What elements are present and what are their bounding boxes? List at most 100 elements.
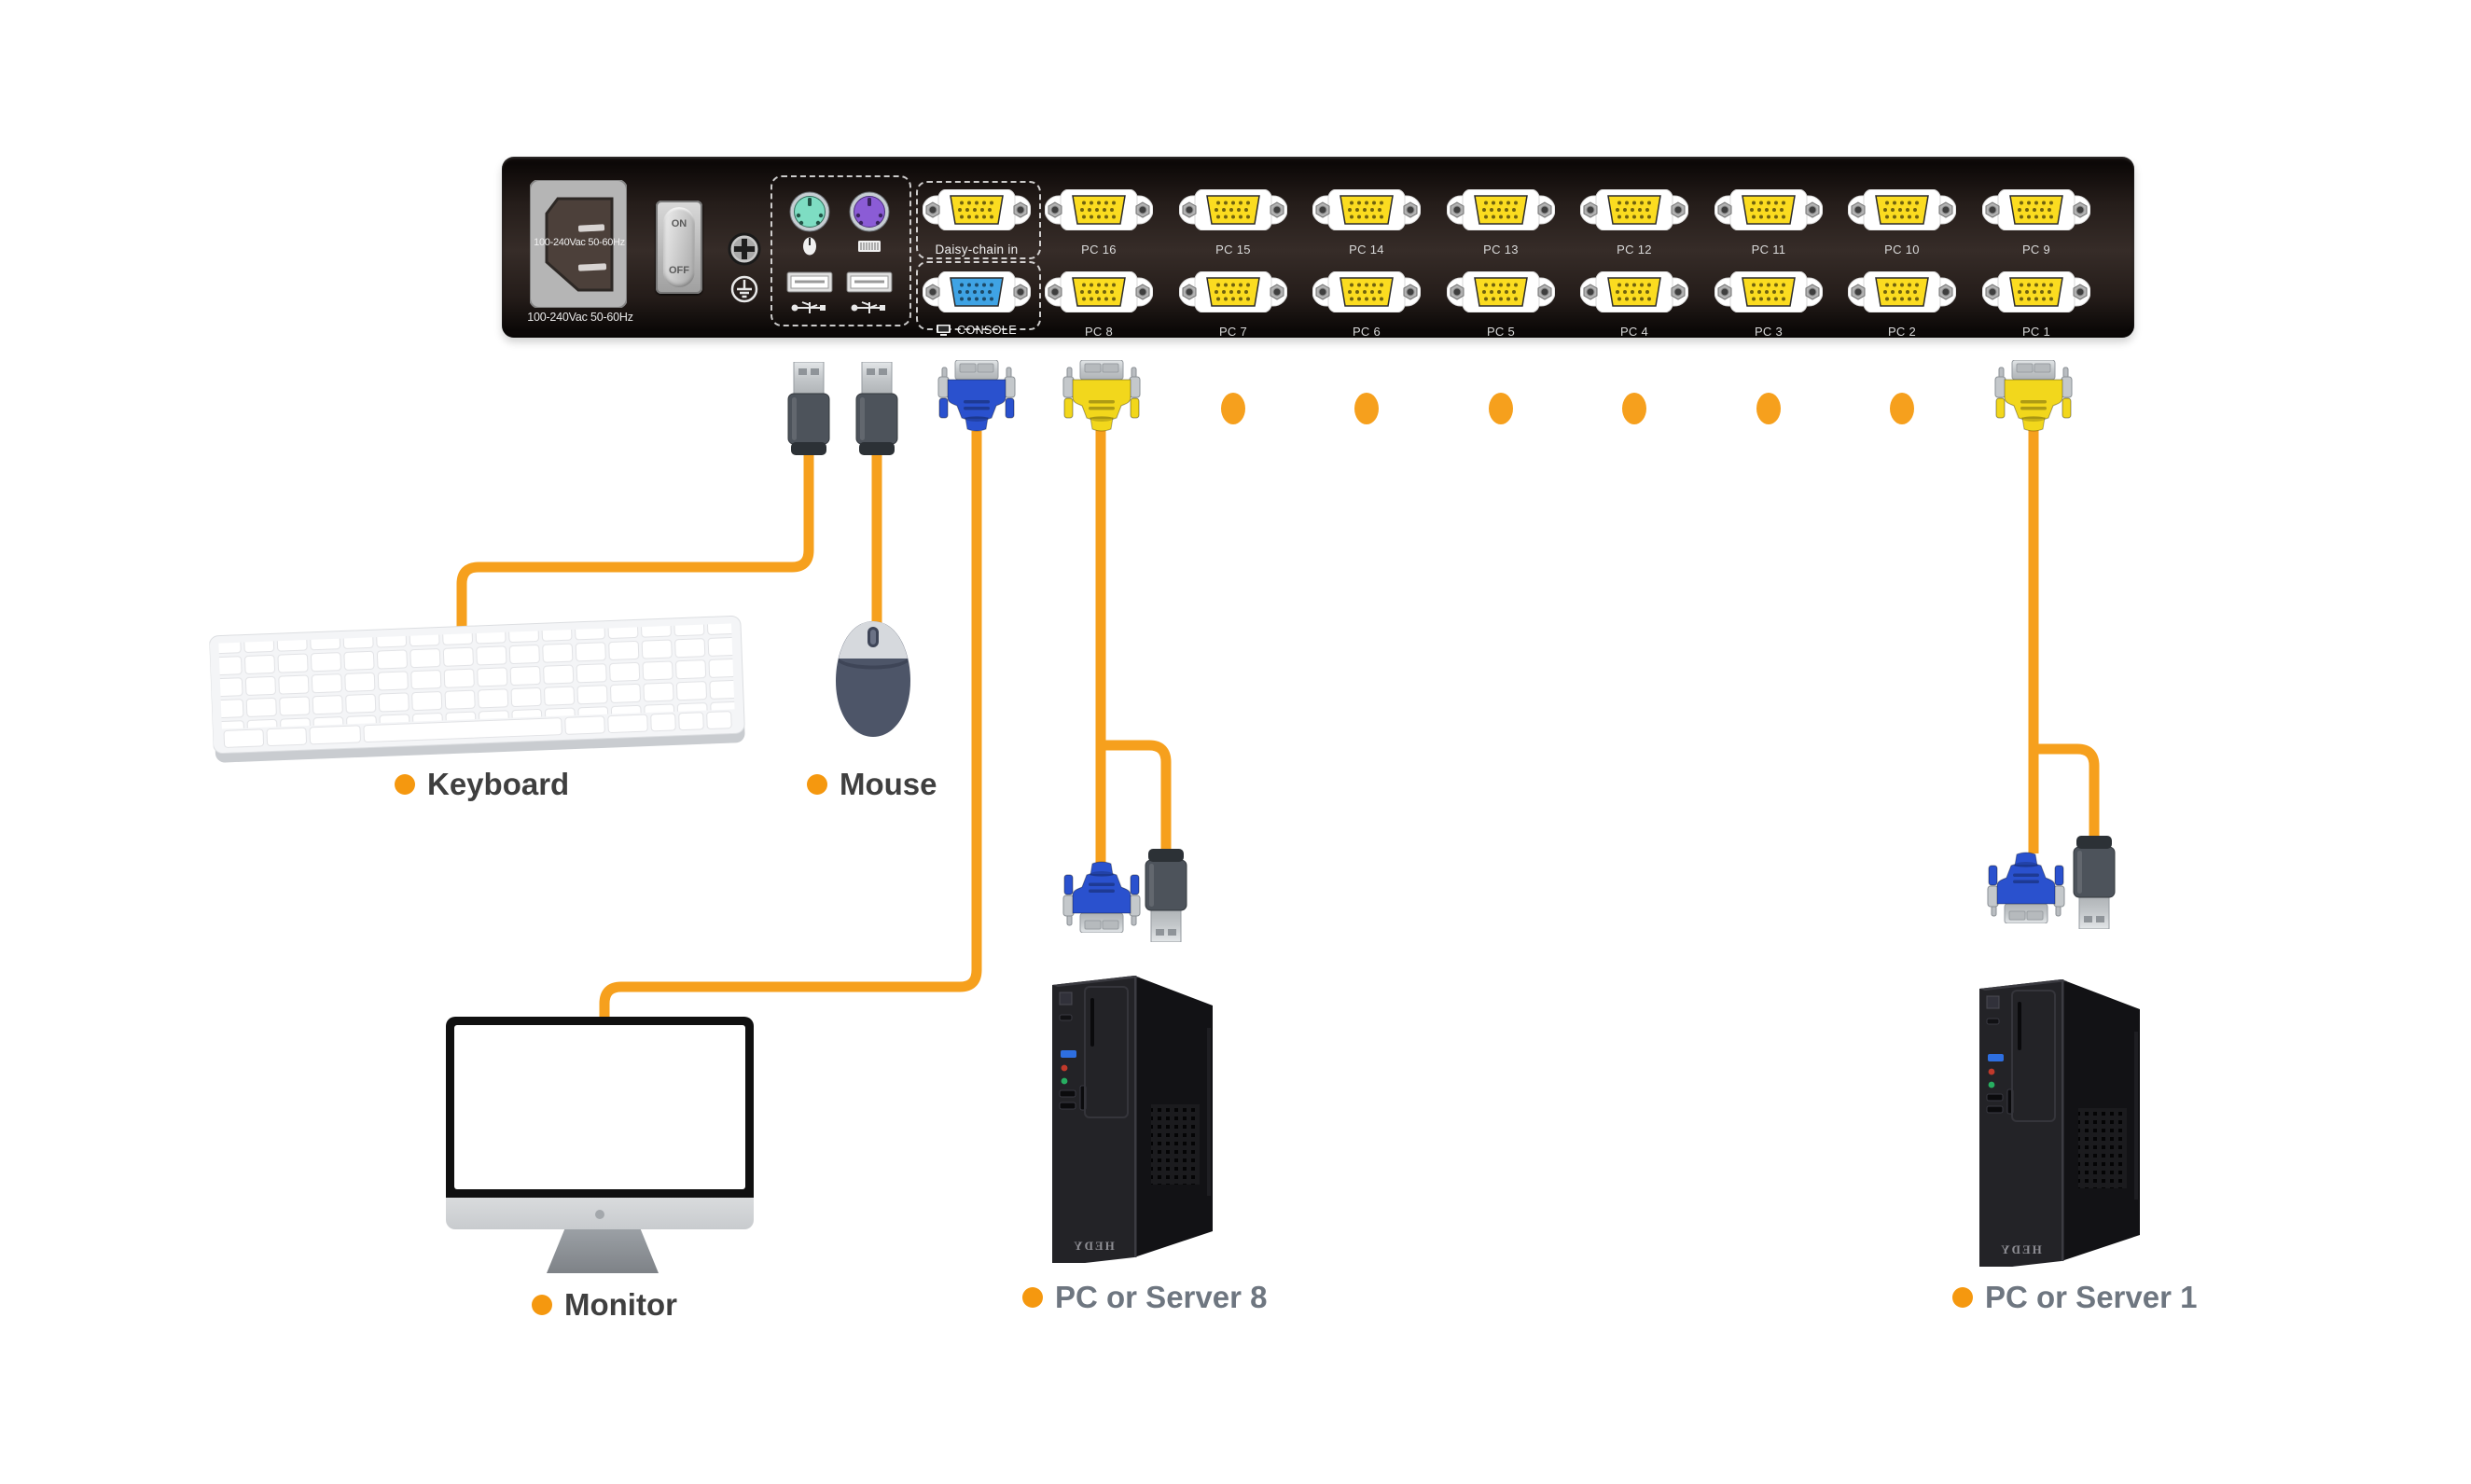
keyboard-illustration xyxy=(209,615,746,764)
mouse-usb-plug-icon xyxy=(855,362,898,456)
monitor-video-cable xyxy=(599,431,982,1030)
cables xyxy=(456,429,2100,1030)
pc-port-1: PC 1 xyxy=(1982,271,2090,339)
vga-port-icon xyxy=(1714,271,1823,312)
grounding-area xyxy=(728,232,761,303)
console-port: CONSOLE xyxy=(923,271,1031,337)
keyboard-label-dot xyxy=(395,774,415,795)
power-switch-off-label: OFF xyxy=(669,265,689,276)
pc-port-15: PC 15 xyxy=(1179,189,1287,257)
console-vga-group-box xyxy=(916,261,1041,330)
pc1-tower-illustration xyxy=(1978,978,2141,1267)
mouse-icon xyxy=(803,237,816,256)
pc8-label: PC or Server 8 xyxy=(1022,1280,1267,1315)
pc-port-8: PC 8 xyxy=(1045,271,1153,339)
vga-port-icon xyxy=(1312,189,1421,230)
pc1-vga-plug-icon xyxy=(1994,360,2073,432)
monitor-chin xyxy=(446,1198,754,1229)
pc1-label-dot xyxy=(1952,1287,1973,1308)
continuation-dot xyxy=(1622,393,1646,424)
continuation-dot xyxy=(1221,393,1245,424)
vga-port-icon xyxy=(1848,271,1956,312)
monitor-screen xyxy=(454,1025,745,1189)
pc8-usb-end-plug-icon xyxy=(1145,848,1187,942)
screw-icon xyxy=(728,232,761,266)
pc-port-7: PC 7 xyxy=(1179,271,1287,339)
vga-port-icon xyxy=(1447,271,1555,312)
pc-port-6: PC 6 xyxy=(1312,271,1421,339)
daisy-chain-label: Daisy-chain in xyxy=(935,243,1019,257)
vga-port-icon xyxy=(1179,189,1287,230)
usb-icon xyxy=(851,301,885,313)
console-label: CONSOLE xyxy=(957,324,1017,337)
monitor-stand xyxy=(547,1229,659,1273)
pc-port-9: PC 9 xyxy=(1982,189,2090,257)
usb-port-1 xyxy=(786,271,833,293)
continuation-dots xyxy=(1221,393,1914,424)
console-vga-plug-icon xyxy=(937,360,1016,432)
monitor-logo-dot xyxy=(595,1210,604,1219)
mouse-illustration xyxy=(836,621,910,737)
power-switch-on-label: ON xyxy=(671,218,687,229)
pc-port-14: PC 14 xyxy=(1312,189,1421,257)
vga-port-icon xyxy=(1982,189,2090,230)
continuation-dot xyxy=(1354,393,1379,424)
power-inlet-socket xyxy=(530,180,627,308)
daisy-chain-port: Daisy-chain in xyxy=(923,189,1031,257)
monitor-illustration xyxy=(446,1017,754,1198)
pc-port-2: PC 2 xyxy=(1848,271,1956,339)
pc-port-3: PC 3 xyxy=(1714,271,1823,339)
usb-icon xyxy=(791,301,826,313)
vga-port-icon xyxy=(1982,271,2090,312)
vga-port-icon xyxy=(1580,271,1688,312)
ps2-mouse-port xyxy=(789,191,830,232)
pc-port-13: PC 13 xyxy=(1447,189,1555,257)
vga-port-icon xyxy=(1848,189,1956,230)
power-rating-caption: 100-240Vac 50-60Hz xyxy=(527,311,633,324)
kvm-switch-rear-panel: 100-240Vac 50-60Hz 100-240Vac 50-60Hz ON… xyxy=(502,157,2134,339)
power-switch: ON OFF xyxy=(656,201,702,294)
mouse-label: Mouse xyxy=(807,767,937,802)
pc1-label: PC or Server 1 xyxy=(1952,1280,2197,1315)
console-vga-icon xyxy=(923,271,1031,312)
pc8-vga-plug-icon xyxy=(1062,360,1141,432)
keyboard-cable xyxy=(456,455,814,660)
daisy-chain-group-box xyxy=(916,181,1041,259)
keyboard-icon xyxy=(858,241,881,252)
monitor-label: Monitor xyxy=(532,1287,677,1323)
monitor-label-dot xyxy=(532,1295,552,1315)
pc8-usb-branch xyxy=(1101,740,1172,858)
vga-port-icon xyxy=(1447,189,1555,230)
pc1-video-plug-icon xyxy=(1987,852,2065,923)
continuation-dot xyxy=(1489,393,1513,424)
pc-port-10: PC 10 xyxy=(1848,189,1956,257)
pc-port-16: PC 16 xyxy=(1045,189,1153,257)
pc8-video-plug-icon xyxy=(1062,861,1141,933)
keyboard-label: Keyboard xyxy=(395,767,569,802)
vga-port-icon xyxy=(1714,189,1823,230)
vga-port-icon xyxy=(1045,189,1153,230)
pc-port-4: PC 4 xyxy=(1580,271,1688,339)
vga-port-icon xyxy=(1312,271,1421,312)
continuation-dot xyxy=(1890,393,1914,424)
continuation-dot xyxy=(1756,393,1781,424)
ps2-usb-console-ports xyxy=(786,191,893,313)
pc1-usb-branch xyxy=(2034,743,2100,844)
ps2-keyboard-port xyxy=(849,191,890,232)
pc-port-11: PC 11 xyxy=(1714,189,1823,257)
pc8-tower-illustration xyxy=(1051,975,1214,1263)
power-inlet-rating-text: 100-240Vac 50-60Hz xyxy=(534,237,625,248)
pc1-usb-end-plug-icon xyxy=(2073,835,2116,929)
ground-icon xyxy=(730,275,758,303)
keyboard-usb-plug-icon xyxy=(787,362,830,456)
pc8-label-dot xyxy=(1022,1287,1043,1308)
vga-port-icon xyxy=(1580,189,1688,230)
daisy-chain-vga-icon xyxy=(923,189,1031,230)
mouse-label-dot xyxy=(807,774,827,795)
pc-port-5: PC 5 xyxy=(1447,271,1555,339)
console-peripheral-group-box xyxy=(770,175,911,326)
console-monitor-icon xyxy=(937,324,951,336)
usb-port-2 xyxy=(846,271,893,293)
vga-port-icon xyxy=(1045,271,1153,312)
